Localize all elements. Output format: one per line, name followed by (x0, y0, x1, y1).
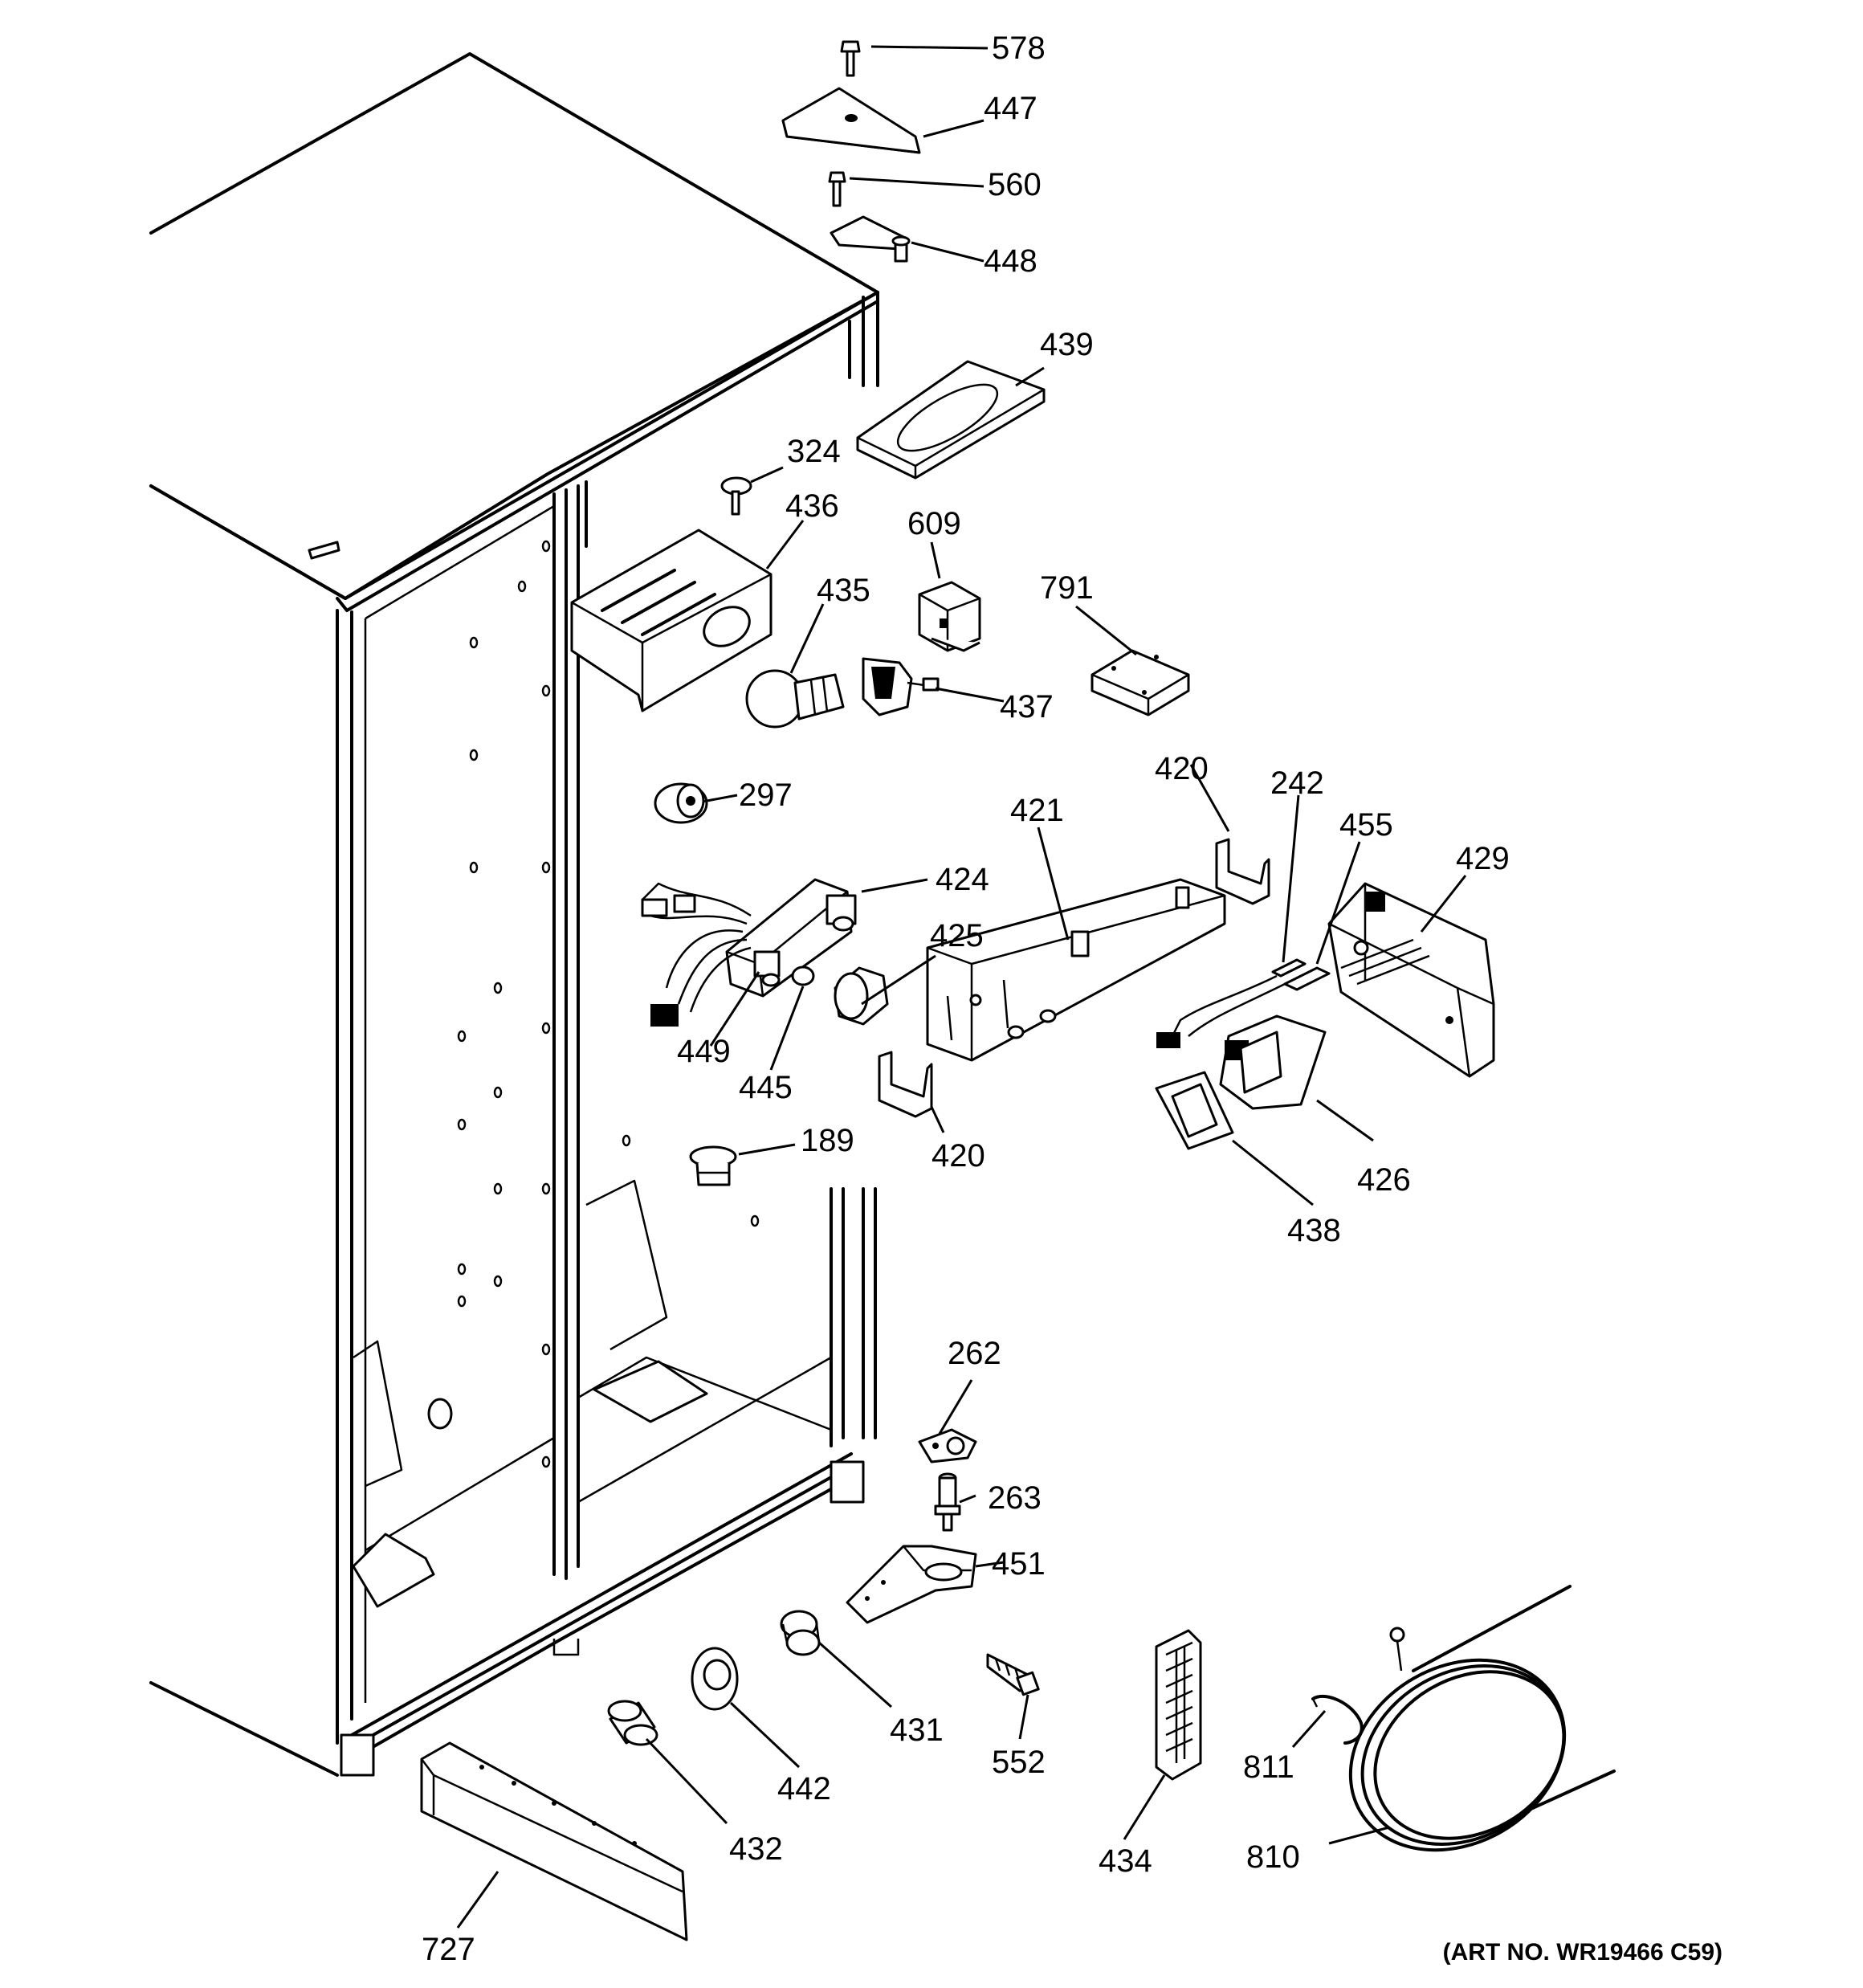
part-189-plug (689, 1145, 737, 1186)
art-number: (ART NO. WR19466 C59) (1443, 1939, 1722, 1966)
part-432-spacer (607, 1700, 658, 1746)
callout-242: 242 (1270, 765, 1324, 801)
callout-189: 189 (801, 1123, 854, 1158)
callout-434: 434 (1099, 1843, 1152, 1879)
callout-431: 431 (890, 1712, 944, 1748)
part-560-screw (828, 171, 846, 207)
callout-560: 560 (988, 167, 1042, 202)
callout-262: 262 (948, 1336, 1001, 1371)
callout-435: 435 (817, 573, 870, 608)
callout-420-top: 420 (1155, 751, 1209, 786)
callout-455: 455 (1339, 807, 1393, 843)
callout-labels: 578 447 560 448 439 324 436 609 435 791 … (422, 31, 1510, 1967)
part-420-clip-bottom (878, 1051, 933, 1118)
part-442-washer (691, 1647, 739, 1711)
callout-448: 448 (984, 243, 1037, 279)
callout-437: 437 (1000, 689, 1054, 725)
part-445-insert (791, 965, 815, 986)
part-420-clip-top (1215, 838, 1270, 905)
callout-421: 421 (1010, 793, 1064, 828)
leader-lines (456, 45, 1467, 1929)
part-434-grille (1155, 1629, 1202, 1781)
part-421-bracket (926, 878, 1226, 1062)
callout-438: 438 (1287, 1213, 1341, 1248)
callout-436: 436 (785, 488, 839, 524)
callout-552: 552 (992, 1745, 1046, 1780)
part-609-switch (918, 581, 981, 652)
part-426-damper (1219, 1014, 1327, 1110)
callout-810: 810 (1246, 1839, 1300, 1875)
callout-727: 727 (422, 1932, 475, 1967)
callout-445: 445 (739, 1070, 793, 1105)
part-447-hinge-cover (781, 87, 921, 154)
part-791-cover (1090, 649, 1190, 716)
callout-442: 442 (777, 1771, 831, 1806)
part-262-cam (918, 1428, 977, 1463)
callout-324: 324 (787, 434, 841, 469)
callout-449: 449 (677, 1034, 731, 1069)
part-263-pin (934, 1472, 961, 1532)
callout-297: 297 (739, 778, 793, 813)
callout-439: 439 (1040, 327, 1094, 362)
part-437-socket (862, 657, 940, 716)
callout-420-bottom: 420 (932, 1138, 985, 1174)
part-435-bulb (745, 669, 845, 729)
callout-447: 447 (984, 91, 1037, 126)
part-810-tubing (1348, 1585, 1616, 1852)
callout-609: 609 (907, 506, 961, 541)
liner-holes (427, 540, 760, 1468)
part-431-bushing (780, 1610, 821, 1656)
cabinet-case (149, 52, 879, 1777)
part-425-knob (834, 966, 889, 1026)
part-451-bracket (846, 1545, 977, 1624)
callout-432: 432 (729, 1831, 783, 1867)
part-811-clip (1311, 1694, 1364, 1745)
callout-811: 811 (1243, 1749, 1294, 1785)
part-424-control (641, 878, 857, 1027)
part-438-gasket (1155, 1071, 1234, 1150)
part-324-fastener (720, 476, 752, 516)
part-297-knob (654, 782, 708, 824)
callout-578: 578 (992, 31, 1046, 66)
callout-263: 263 (988, 1480, 1042, 1516)
part-439-light-shield (856, 360, 1046, 480)
part-727-kickplate (420, 1741, 688, 1941)
callout-426: 426 (1357, 1162, 1411, 1198)
callout-425: 425 (930, 918, 984, 953)
part-242-sensor (1156, 958, 1331, 1048)
part-429-cover (1327, 882, 1495, 1078)
callout-429: 429 (1456, 841, 1510, 876)
part-552-screw (986, 1653, 1040, 1696)
part-436-light-housing (570, 529, 773, 712)
callout-791: 791 (1040, 570, 1094, 606)
callout-451: 451 (992, 1546, 1046, 1582)
part-578-screw (840, 40, 861, 77)
callout-424: 424 (936, 862, 989, 897)
part-448-hinge (830, 215, 911, 263)
